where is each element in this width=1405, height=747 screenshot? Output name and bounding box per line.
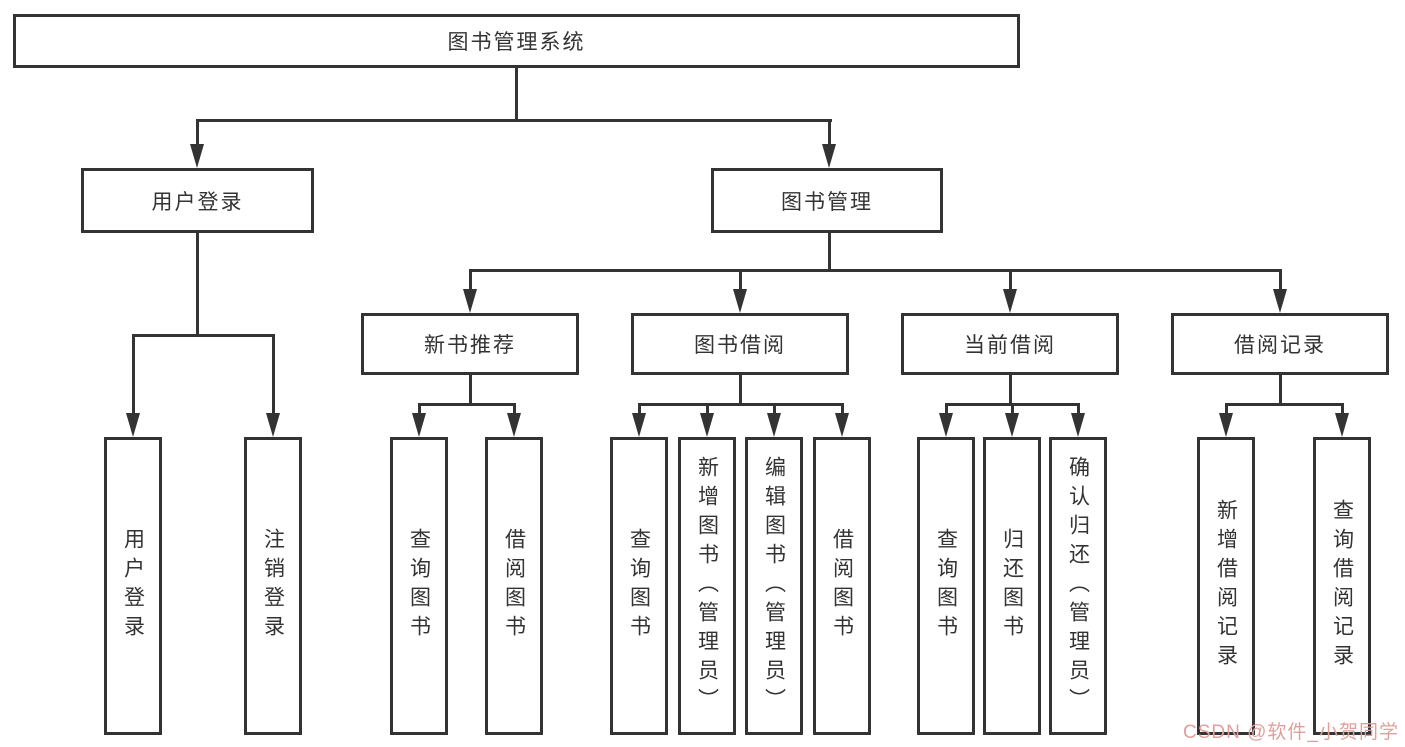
node-root: 图书管理系统 (13, 14, 1020, 68)
leaf-borrow-query-books-label: 查询图书 (627, 528, 651, 644)
leaf-add-borrow-record: 新增借阅记录 (1197, 437, 1255, 735)
connector-line (1225, 403, 1344, 406)
connector-line (706, 403, 709, 414)
connector-line (418, 403, 421, 414)
connector-line (196, 119, 199, 146)
node-book-management-label: 图书管理 (781, 190, 873, 214)
leaf-user-login: 用户登录 (104, 437, 162, 735)
arrow-down-icon (1219, 413, 1233, 437)
leaf-edit-books-admin-label: 编辑图书（管理员） (762, 455, 786, 717)
connector-line (841, 403, 844, 414)
connector-line (469, 269, 1282, 272)
node-book-borrow: 图书借阅 (631, 313, 849, 375)
arrow-down-icon (190, 144, 204, 168)
connector-line (196, 233, 199, 336)
node-root-label: 图书管理系统 (447, 31, 586, 54)
arrow-down-icon (266, 413, 280, 437)
connector-line (773, 403, 776, 414)
leaf-add-books-admin: 新增图书（管理员） (678, 437, 736, 735)
arrow-down-icon (1335, 413, 1349, 437)
leaf-edit-books-admin: 编辑图书（管理员） (745, 437, 803, 735)
node-user-login-label: 用户登录 (151, 190, 244, 214)
csdn-watermark: CSDN @软件_小贺同学 (1183, 722, 1399, 743)
connector-line (1279, 269, 1282, 291)
leaf-recommend-borrow-books-label: 借阅图书 (502, 528, 526, 644)
connector-line (469, 269, 472, 291)
node-book-borrow-label: 图书借阅 (694, 334, 786, 357)
leaf-current-query-books-label: 查询图书 (934, 528, 958, 644)
connector-line (828, 233, 831, 270)
leaf-add-borrow-record-label: 新增借阅记录 (1214, 499, 1238, 673)
arrow-down-icon (632, 413, 646, 437)
leaf-confirm-return-admin-label: 确认归还（管理员） (1066, 455, 1090, 717)
leaf-user-login-label: 用户登录 (121, 528, 145, 644)
connector-line (828, 119, 831, 146)
connector-line (272, 334, 275, 413)
arrow-down-icon (463, 289, 477, 313)
leaf-return-books-label: 归还图书 (1000, 528, 1024, 644)
connector-line (1077, 403, 1080, 414)
arrow-down-icon (733, 289, 747, 313)
leaf-borrow-query-books: 查询图书 (610, 437, 668, 735)
connector-line (1341, 403, 1344, 414)
node-borrow-record: 借阅记录 (1171, 313, 1389, 375)
connector-line (418, 403, 516, 406)
node-new-book-recommend-label: 新书推荐 (424, 334, 516, 357)
leaf-borrow-books-label: 借阅图书 (830, 528, 854, 644)
arrow-down-icon (507, 413, 521, 437)
leaf-confirm-return-admin: 确认归还（管理员） (1049, 437, 1107, 735)
arrow-down-icon (1273, 289, 1287, 313)
connector-line (1279, 375, 1282, 405)
arrow-down-icon (939, 413, 953, 437)
connector-line (1225, 403, 1228, 414)
leaf-logout: 注销登录 (244, 437, 302, 735)
connector-line (132, 334, 135, 413)
arrow-down-icon (1003, 289, 1017, 313)
connector-line (515, 68, 518, 121)
connector-line (945, 403, 948, 414)
arrow-down-icon (767, 413, 781, 437)
node-user-login: 用户登录 (81, 168, 314, 233)
connector-line (739, 375, 742, 405)
connector-line (739, 269, 742, 291)
node-current-borrow-label: 当前借阅 (964, 334, 1056, 357)
leaf-recommend-query-books-label: 查询图书 (407, 528, 431, 644)
leaf-borrow-books: 借阅图书 (813, 437, 871, 735)
connector-line (1011, 403, 1014, 414)
arrow-down-icon (835, 413, 849, 437)
node-book-management: 图书管理 (711, 168, 943, 233)
arrow-down-icon (412, 413, 426, 437)
connector-line (638, 403, 844, 406)
node-current-borrow: 当前借阅 (901, 313, 1119, 375)
leaf-logout-label: 注销登录 (261, 528, 285, 644)
leaf-recommend-borrow-books: 借阅图书 (485, 437, 543, 735)
leaf-return-books: 归还图书 (983, 437, 1041, 735)
arrow-down-icon (1005, 413, 1019, 437)
node-borrow-record-label: 借阅记录 (1234, 334, 1326, 357)
node-new-book-recommend: 新书推荐 (361, 313, 579, 375)
leaf-query-borrow-record: 查询借阅记录 (1313, 437, 1371, 735)
arrow-down-icon (700, 413, 714, 437)
arrow-down-icon (126, 413, 140, 437)
leaf-current-query-books: 查询图书 (917, 437, 975, 735)
connector-line (1009, 269, 1012, 291)
connector-line (638, 403, 641, 414)
connector-line (513, 403, 516, 414)
connector-line (469, 375, 472, 405)
connector-line (196, 119, 832, 122)
leaf-add-books-admin-label: 新增图书（管理员） (695, 455, 719, 717)
leaf-recommend-query-books: 查询图书 (390, 437, 448, 735)
arrow-down-icon (1071, 413, 1085, 437)
connector-line (1009, 375, 1012, 405)
connector-line (132, 334, 275, 337)
leaf-query-borrow-record-label: 查询借阅记录 (1330, 499, 1354, 673)
arrow-down-icon (822, 144, 836, 168)
